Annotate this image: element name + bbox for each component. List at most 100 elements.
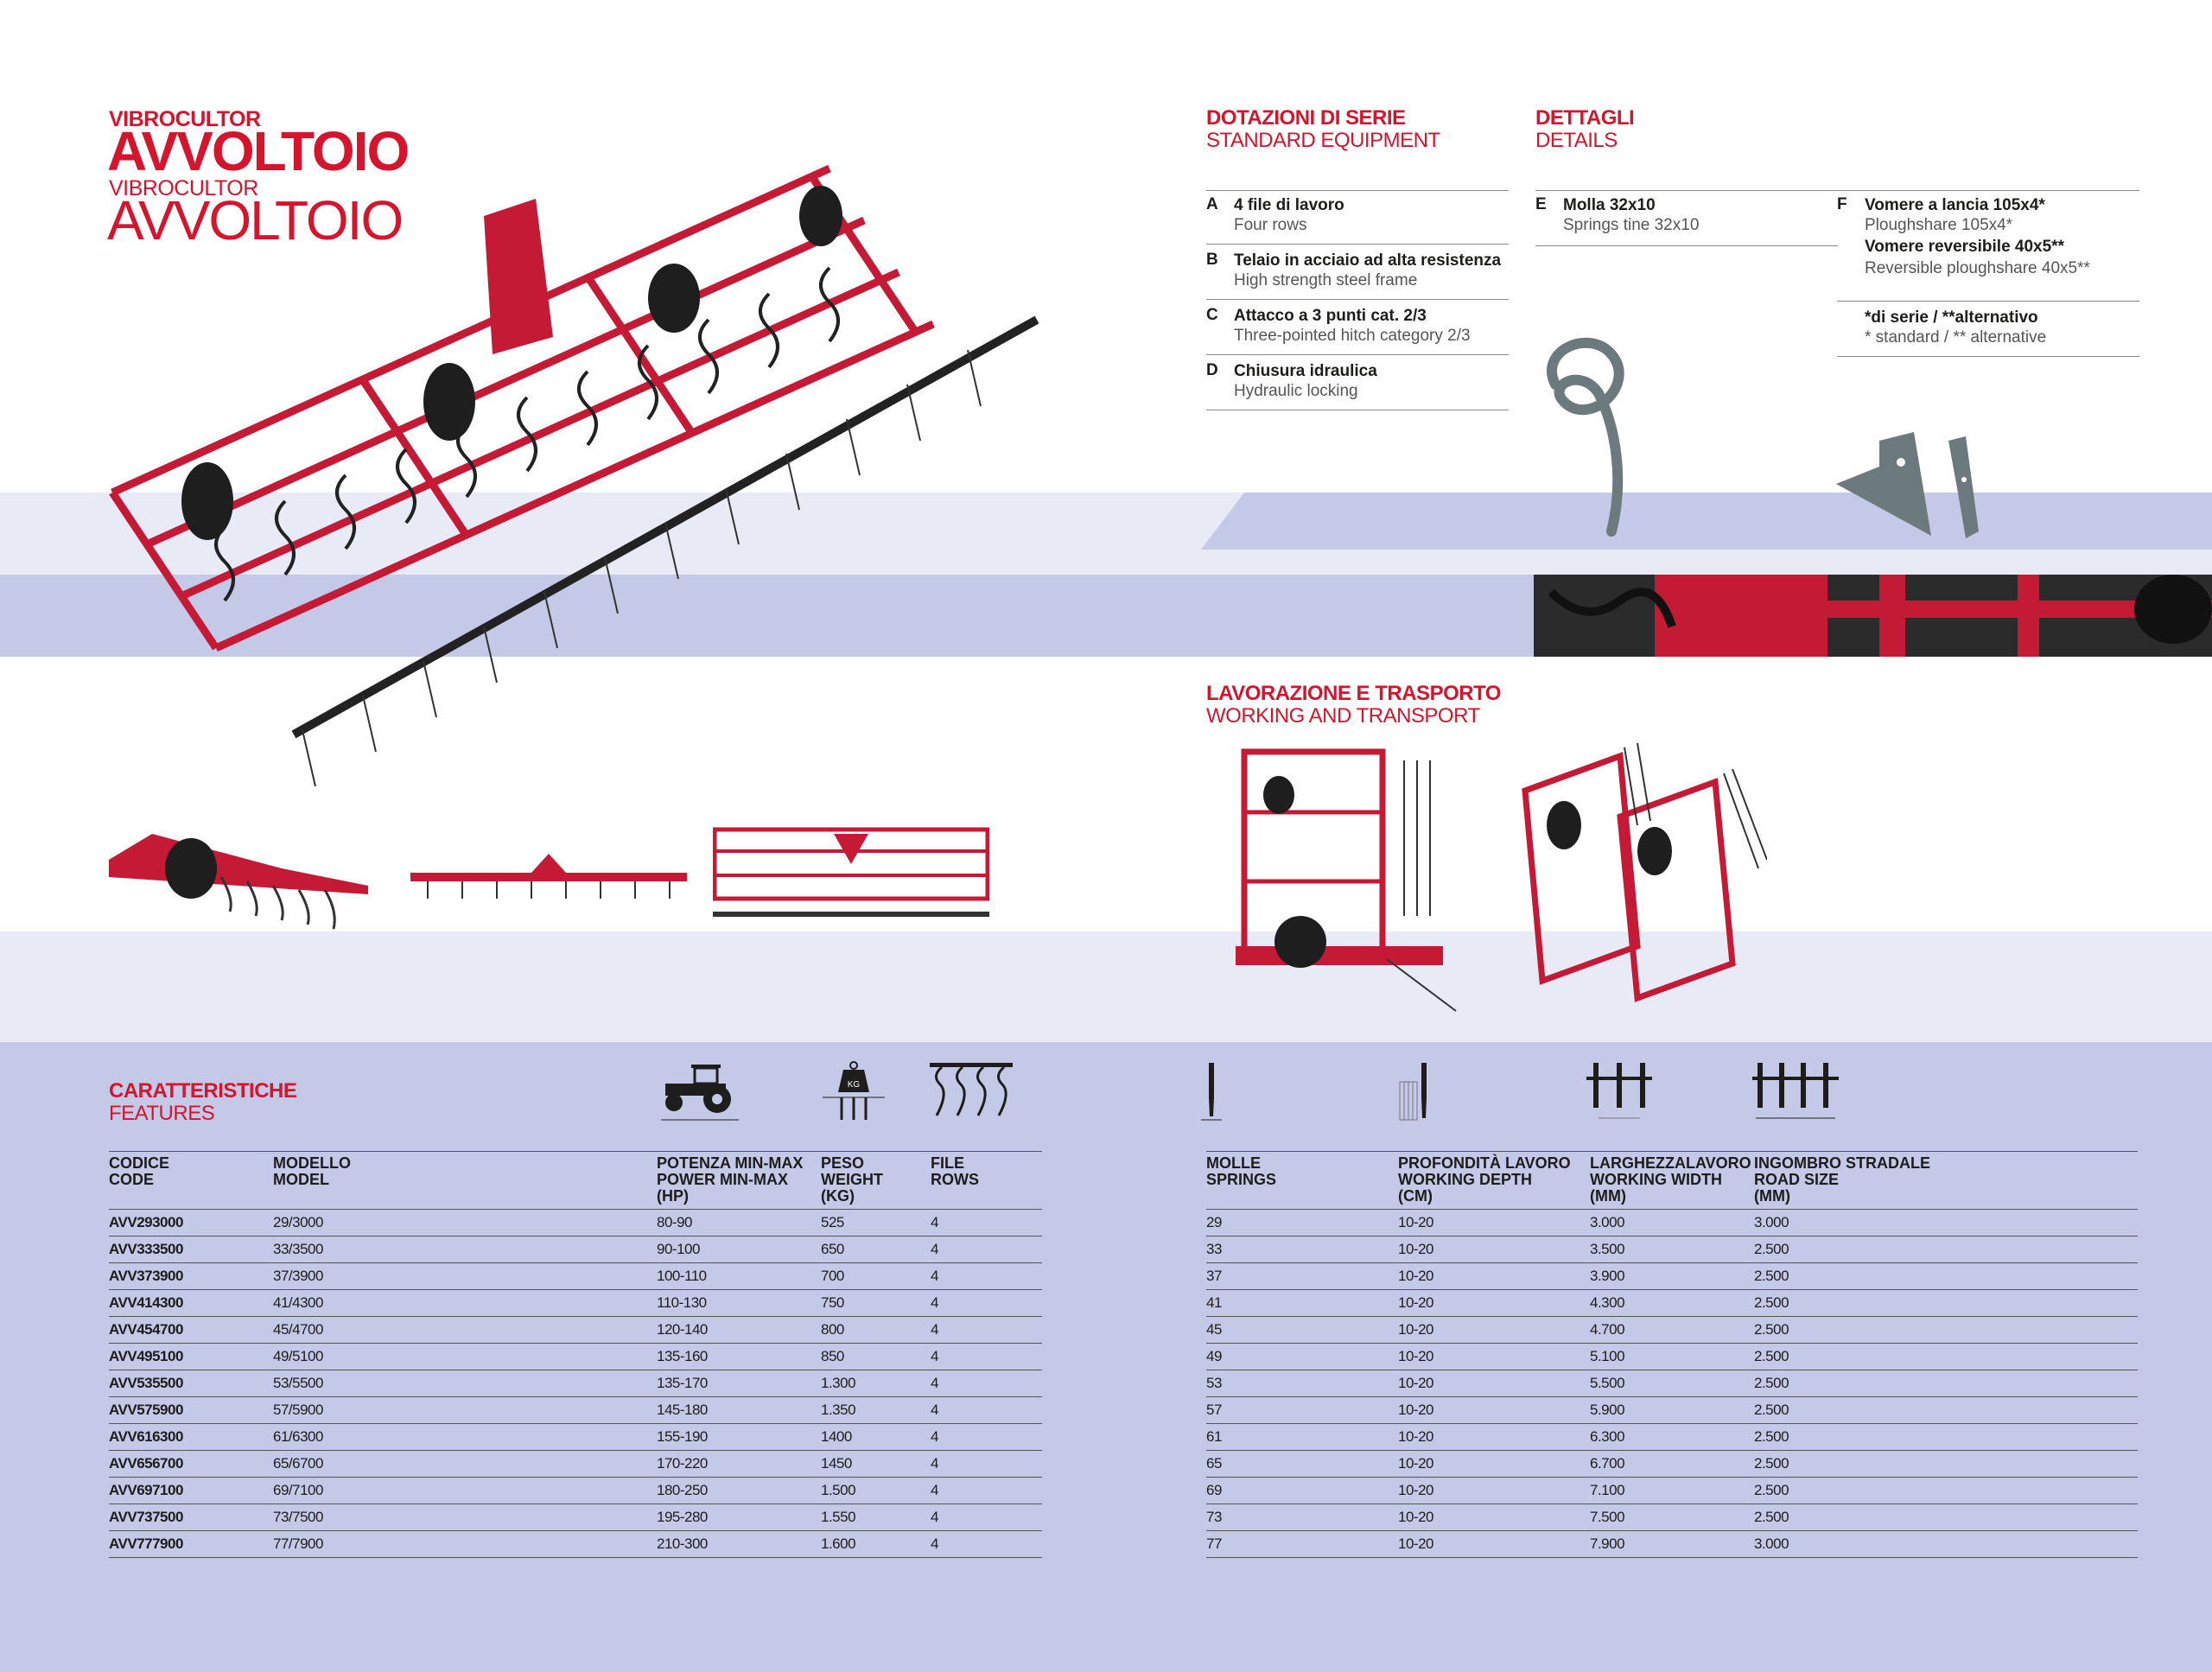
cell-model: 73/7500	[273, 1504, 657, 1531]
cell-power: 100-110	[657, 1262, 821, 1290]
cell-model: 45/4700	[273, 1316, 657, 1344]
cell-code: AVV575900	[109, 1396, 273, 1424]
cell-weight: 1.500	[821, 1477, 931, 1504]
cell-code: AVV656700	[109, 1450, 273, 1478]
cell-rows: 4	[931, 1530, 1042, 1558]
item-italian: 4 file di lavoro	[1234, 196, 1344, 214]
weight-kg-icon: KG	[823, 1061, 885, 1120]
cell-rows: 4	[931, 1450, 1042, 1478]
cell-weight: 1400	[821, 1423, 931, 1451]
cell-power: 145-180	[657, 1396, 821, 1424]
transport-subtitle: WORKING AND TRANSPORT	[1206, 704, 1480, 728]
cell-code: AVV737500	[109, 1504, 273, 1531]
cell-rows: 4	[931, 1316, 1042, 1344]
cell-weight: 1.300	[821, 1370, 931, 1397]
cell-model: 41/4300	[273, 1289, 657, 1317]
cell-springs: 33	[1206, 1236, 1398, 1263]
cell-width: 5.100	[1590, 1343, 1754, 1370]
standard-equipment-subtitle: STANDARD EQUIPMENT	[1206, 129, 1440, 152]
cell-springs: 41	[1206, 1289, 1398, 1317]
cell-power: 210-300	[657, 1530, 821, 1558]
item-english: High strength steel frame	[1234, 271, 1418, 289]
transport-title: LAVORAZIONE E TRASPORTO	[1206, 682, 1501, 705]
cell-model: 61/6300	[273, 1423, 657, 1451]
cell-model: 53/5500	[273, 1370, 657, 1397]
cell-power: 180-250	[657, 1477, 821, 1504]
cell-springs: 69	[1206, 1477, 1398, 1504]
details-title: DETTAGLI	[1535, 106, 1635, 130]
item-english: Springs tine 32x10	[1563, 216, 1700, 234]
cell-rows: 4	[931, 1209, 1042, 1237]
cell-springs: 57	[1206, 1396, 1398, 1424]
cell-rows: 4	[931, 1477, 1042, 1504]
weight-kg-label: KG	[848, 1080, 861, 1090]
product-kicker: VIBROCULTOR	[109, 107, 261, 131]
cell-depth: 10-20	[1398, 1262, 1590, 1290]
cell-power: 90-100	[657, 1236, 821, 1263]
detail-band-shape	[1201, 493, 2212, 550]
item-english: Three-pointed hitch category 2/3	[1234, 327, 1471, 345]
cell-width: 3.000	[1590, 1209, 1754, 1237]
cell-depth: 10-20	[1398, 1316, 1590, 1344]
depth-icon	[1399, 1063, 1427, 1121]
cell-power: 135-160	[657, 1343, 821, 1370]
cell-code: AVV697100	[109, 1477, 273, 1504]
cell-springs: 61	[1206, 1423, 1398, 1451]
cell-rows: 4	[931, 1343, 1042, 1370]
cell-weight: 1450	[821, 1450, 931, 1478]
cell-width: 6.700	[1590, 1450, 1754, 1478]
cell-depth: 10-20	[1398, 1396, 1590, 1424]
standard-item-a: A 4 file di lavoro Four rows	[1206, 190, 1509, 245]
details-f-top-rule	[1837, 190, 2139, 191]
cell-model: 69/7100	[273, 1477, 657, 1504]
standard-item-b: B Telaio in acciaio ad alta resistenza H…	[1206, 245, 1509, 300]
road-size-icon	[1752, 1063, 1839, 1119]
cell-width: 6.300	[1590, 1423, 1754, 1451]
cell-power: 135-170	[657, 1370, 821, 1397]
cell-model: 65/6700	[273, 1450, 657, 1478]
cell-springs: 53	[1206, 1370, 1398, 1397]
cell-weight: 850	[821, 1343, 931, 1370]
item-english: Four rows	[1234, 216, 1307, 234]
cell-model: 57/5900	[273, 1396, 657, 1424]
cell-model: 77/7900	[273, 1530, 657, 1558]
cell-depth: 10-20	[1398, 1477, 1590, 1504]
cell-rows: 4	[931, 1289, 1042, 1317]
features-title: CARATTERISTICHE	[109, 1079, 297, 1103]
item-letter: F	[1837, 195, 1847, 213]
cell-rows: 4	[931, 1370, 1042, 1397]
tine-rows-icon	[930, 1063, 1013, 1116]
cell-weight: 650	[821, 1236, 931, 1263]
working-width-icon	[1586, 1063, 1652, 1119]
cell-weight: 750	[821, 1289, 931, 1317]
cell-road: 2.500	[1754, 1504, 2138, 1531]
cell-code: AVV293000	[109, 1209, 273, 1237]
cell-code: AVV454700	[109, 1316, 273, 1344]
detail-item-f: F Vomere a lancia 105x4* Ploughshare 105…	[1837, 190, 2139, 302]
item-italian: Telaio in acciaio ad alta resistenza	[1234, 251, 1502, 270]
cell-road: 2.500	[1754, 1477, 2138, 1504]
cell-code: AVV373900	[109, 1262, 273, 1290]
item-italian: Molla 32x10	[1563, 196, 1656, 214]
transport-folded-image	[1236, 748, 1457, 1012]
cell-power: 80-90	[657, 1209, 821, 1237]
item-english: Ploughshare 105x4*	[1865, 216, 2013, 234]
cell-road: 2.500	[1754, 1370, 2138, 1397]
cell-weight: 1.600	[821, 1530, 931, 1558]
cell-code: AVV616300	[109, 1423, 273, 1451]
cell-power: 195-280	[657, 1504, 821, 1531]
cell-power: 120-140	[657, 1316, 821, 1344]
